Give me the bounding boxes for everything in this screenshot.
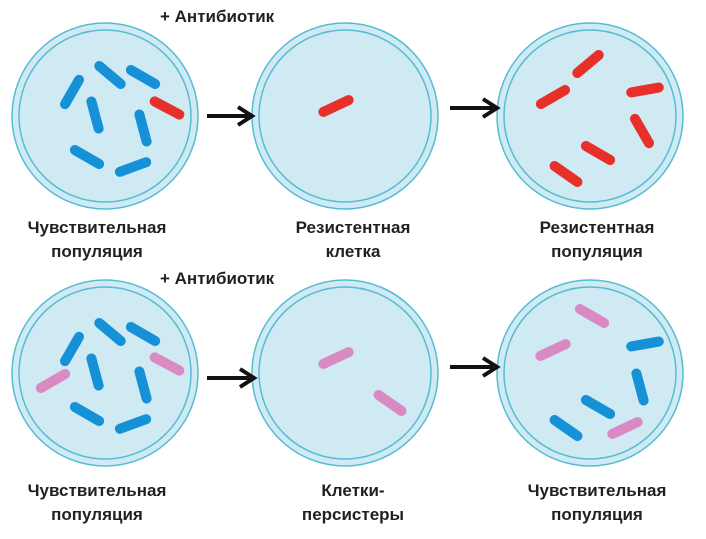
label-sensitive-population-bottom: Чувствительная популяция: [0, 479, 207, 527]
sensitive-bacterium: [125, 322, 161, 346]
arrow-head-icon: [481, 356, 501, 378]
label-line: Чувствительная: [527, 481, 667, 500]
petri-dish-rim: [503, 286, 677, 460]
sensitive-bacterium: [134, 109, 152, 147]
label-line: Клетки-: [321, 481, 385, 500]
resistant-bacterium: [626, 82, 664, 98]
label-line: Чувствительная: [27, 481, 167, 500]
sensitive-bacterium: [60, 74, 84, 110]
sensitive-bacterium: [86, 353, 104, 391]
sensitive-bacterium: [125, 65, 161, 89]
sensitive-bacterium: [94, 318, 126, 346]
petri-dish-rim: [258, 29, 432, 203]
label-regrown-population: Чувствительная популяция: [487, 479, 706, 527]
petri-dish: [251, 279, 439, 467]
petri-dish: [11, 22, 199, 210]
sensitive-bacterium: [60, 331, 84, 367]
sensitive-bacterium: [626, 336, 664, 352]
label-sensitive-population-top: Чувствительная популяция: [0, 216, 207, 264]
resistant-bacterium: [535, 84, 571, 109]
label-line: Чувствительная: [27, 218, 167, 237]
label-line: популяция: [551, 242, 643, 261]
label-line: клетка: [325, 242, 381, 261]
sensitive-bacterium: [69, 402, 105, 426]
arrow-head-icon: [238, 367, 258, 389]
sensitive-bacterium: [94, 61, 126, 89]
label-resistant-cell: Резистентная клетка: [243, 216, 463, 264]
label-line: популяция: [51, 505, 143, 524]
petri-dish-rim: [18, 286, 192, 460]
persister-bacterium: [35, 369, 71, 393]
sensitive-bacterium: [114, 414, 152, 434]
resistant-bacterium: [549, 160, 583, 188]
resistant-bacterium: [580, 141, 616, 165]
label-line: популяция: [51, 242, 143, 261]
sensitive-bacterium: [134, 366, 152, 404]
label-resistant-population: Резистентная популяция: [487, 216, 706, 264]
resistant-bacterium: [630, 113, 654, 149]
sensitive-bacterium: [86, 96, 104, 134]
petri-dish: [496, 279, 684, 467]
resistant-bacterium: [572, 50, 604, 78]
label-line: популяция: [551, 505, 643, 524]
petri-dish-rim: [258, 286, 432, 460]
persister-bacterium: [318, 347, 354, 369]
arrow-head-icon: [236, 105, 256, 127]
antibiotic-label-top: + Антибиотик: [160, 7, 275, 26]
resistant-bacterium: [149, 96, 185, 120]
sensitive-bacterium: [549, 414, 583, 442]
petri-dish: [11, 279, 199, 467]
petri-dish: [496, 22, 684, 210]
petri-dish-rim: [18, 29, 192, 203]
petri-dish: [251, 22, 439, 210]
label-line: Резистентная: [295, 218, 411, 237]
label-line: персистеры: [301, 505, 405, 524]
label-line: Резистентная: [539, 218, 655, 237]
sensitive-bacterium: [69, 145, 105, 169]
persister-bacterium: [149, 352, 185, 376]
sensitive-bacterium: [631, 368, 649, 406]
sensitive-bacterium: [114, 157, 152, 177]
label-persister-cells: Клетки-персистеры: [243, 479, 463, 527]
persister-bacterium: [574, 304, 610, 328]
petri-dish-rim: [503, 29, 677, 203]
resistant-bacterium: [318, 95, 354, 117]
antibiotic-label-bottom: + Антибиотик: [160, 269, 275, 288]
persister-bacterium: [535, 339, 571, 361]
sensitive-bacterium: [580, 395, 616, 419]
persister-bacterium: [373, 389, 407, 417]
persister-bacterium: [607, 417, 643, 439]
arrow-head-icon: [481, 97, 501, 119]
